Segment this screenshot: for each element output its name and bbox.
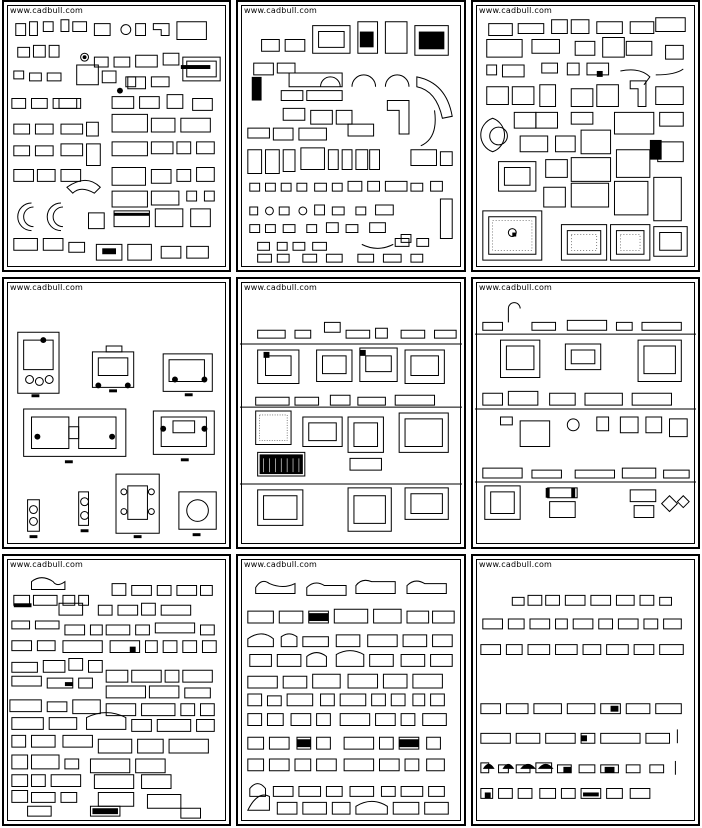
sofa-elevation-blocks <box>473 556 698 824</box>
panel-4: www.cadbull.com <box>2 277 231 549</box>
sofa-plan-blocks <box>238 2 464 270</box>
panel-3: www.cadbull.com <box>471 0 700 272</box>
sofa-elevation-blocks <box>238 556 464 824</box>
living-elevations-and-plans <box>473 279 698 547</box>
sofa-elevation-blocks <box>4 556 229 824</box>
watermark-text: www.cadbull.com <box>244 6 318 15</box>
panel-1: www.cadbull.com <box>2 0 231 272</box>
watermark-text: www.cadbull.com <box>10 560 84 569</box>
living-room-layouts <box>4 279 229 539</box>
living-elevations-and-plans <box>238 279 464 547</box>
watermark-text: www.cadbull.com <box>244 283 318 292</box>
panel-5: www.cadbull.com <box>236 277 466 549</box>
panel-6: www.cadbull.com <box>471 277 700 549</box>
panel-9: www.cadbull.com <box>471 554 700 826</box>
watermark-text: www.cadbull.com <box>10 283 84 292</box>
panel-7: www.cadbull.com <box>2 554 231 826</box>
sofa-plan-blocks <box>473 2 698 270</box>
watermark-text: www.cadbull.com <box>479 560 553 569</box>
watermark-text: www.cadbull.com <box>479 6 553 15</box>
watermark-text: www.cadbull.com <box>10 6 84 15</box>
watermark-text: www.cadbull.com <box>244 560 318 569</box>
panel-8: www.cadbull.com <box>236 554 466 826</box>
panel-2: www.cadbull.com <box>236 0 466 272</box>
watermark-text: www.cadbull.com <box>479 283 553 292</box>
sofa-plan-blocks <box>4 2 229 270</box>
